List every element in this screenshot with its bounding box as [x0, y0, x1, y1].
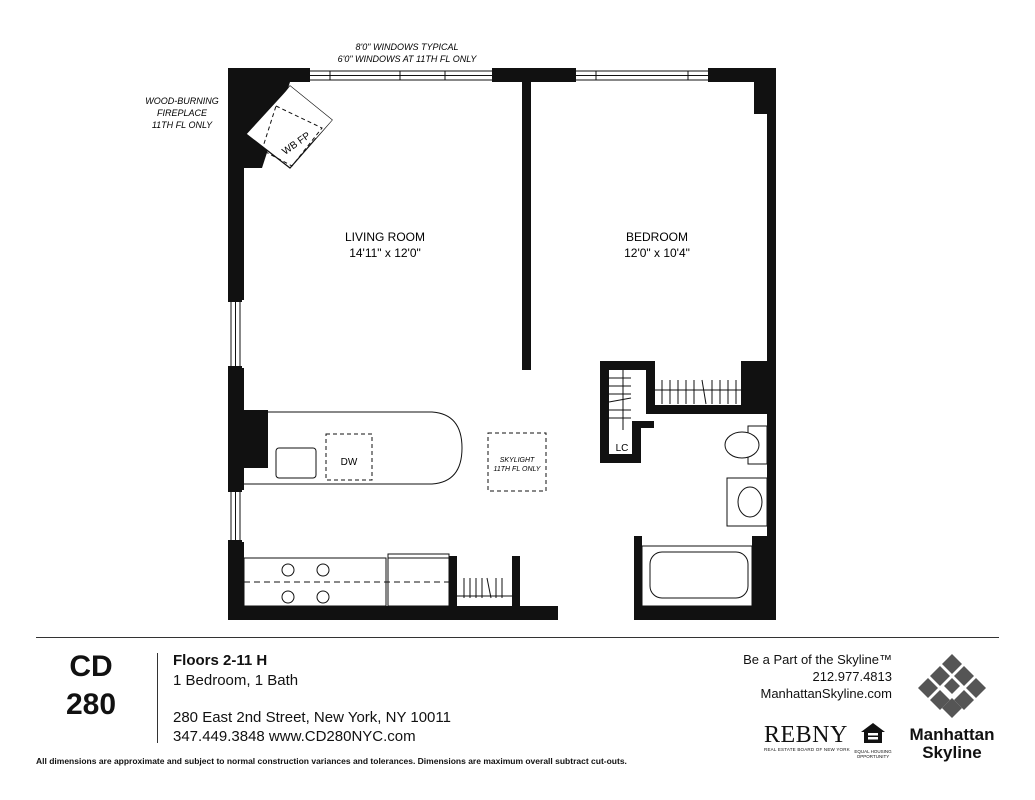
brand-line-2: Skyline [922, 743, 982, 762]
rebny-logo: REBNY REAL ESTATE BOARD OF NEW YORK [764, 722, 850, 752]
bedroom-dimensions: 12'0" x 10'4" [624, 246, 690, 260]
floors-label: Floors 2-11 H [173, 652, 268, 669]
bathtub-basin [649, 551, 749, 599]
disclaimer: All dimensions are approximate and subje… [36, 756, 627, 766]
fireplace: WB FP [245, 85, 333, 169]
burner [281, 563, 295, 577]
website-link[interactable]: ManhattanSkyline.com [760, 686, 892, 701]
skylight: SKYLIGHT 11TH FL ONLY [487, 432, 547, 492]
burner [316, 590, 330, 604]
living-room-dimensions: 14'11" x 12'0" [349, 246, 421, 260]
burner [316, 563, 330, 577]
building-code-line1: CD [69, 650, 113, 683]
floor-plan: WB FP DW SKYLIGHT 11TH FL ONLY [145, 42, 776, 620]
rebny-name: REBNY [764, 722, 848, 748]
unit-layout: 1 Bedroom, 1 Bath [173, 672, 299, 689]
equal-housing-logo: EQUAL HOUSING OPPORTUNITY [852, 722, 894, 759]
dishwasher-tag: DW [341, 457, 358, 468]
building-code-line2: 280 [65, 688, 117, 721]
fireplace-note-1: WOOD-BURNING [145, 96, 219, 106]
kitchen-counter [243, 553, 450, 607]
refrigerator [387, 553, 450, 607]
window-note-2: 6'0" WINDOWS AT 11TH FL ONLY [338, 54, 478, 64]
fireplace-note-3: 11TH FL ONLY [152, 120, 213, 130]
house-icon [861, 723, 885, 743]
exterior-walls [228, 68, 776, 620]
brand-name: Manhattan Skyline [902, 726, 1002, 762]
phone-number: 212.977.4813 [812, 669, 892, 684]
footer-vertical-divider [157, 653, 158, 743]
bedroom-label: BEDROOM [626, 230, 688, 244]
brand-line-1: Manhattan [909, 725, 995, 744]
toilet-bowl [724, 431, 760, 459]
burner [281, 590, 295, 604]
eho-line-1: EQUAL HOUSING [854, 749, 892, 754]
building-address: 280 East 2nd Street, New York, NY 10011 [173, 709, 451, 726]
bathroom [641, 425, 768, 607]
kitchen-closet [457, 577, 512, 599]
window-jambs [228, 68, 713, 544]
kitchen-island [244, 411, 463, 485]
skylight-label-2: 11TH FL ONLY [494, 466, 542, 473]
bedroom-closet [655, 379, 741, 405]
eho-line-2: OPPORTUNITY [856, 754, 890, 759]
fireplace-note-2: FIREPLACE [157, 108, 208, 118]
contact-info: 347.449.3848 www.CD280NYC.com [173, 728, 416, 745]
linen-closet-tag: LC [616, 443, 629, 454]
kitchen-sink [275, 447, 317, 479]
rebny-subtitle: REAL ESTATE BOARD OF NEW YORK [764, 747, 850, 752]
bathroom-sink [737, 486, 763, 518]
window-note-1: 8'0" WINDOWS TYPICAL [356, 42, 459, 52]
footer-divider [36, 637, 999, 638]
living-room-label: LIVING ROOM [345, 230, 425, 244]
tagline: Be a Part of the Skyline™ [743, 652, 892, 667]
linen-closet [608, 370, 632, 430]
manhattan-skyline-logo-icon [918, 654, 986, 718]
skylight-label-1: SKYLIGHT [500, 457, 535, 464]
dishwasher [325, 433, 373, 481]
